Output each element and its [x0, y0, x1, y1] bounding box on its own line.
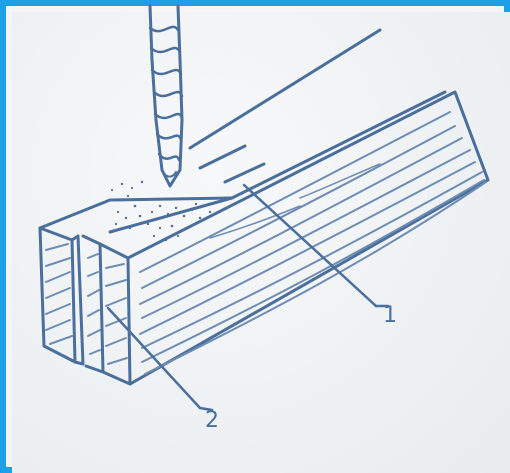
wood-grain [139, 111, 487, 375]
callout-2-label: 2 [205, 408, 219, 433]
callout-1-label: 1 [383, 303, 397, 328]
sawdust [110, 180, 212, 242]
board-top-lines [188, 28, 447, 200]
callout-1: 1 [242, 183, 397, 328]
callout-2: 2 [106, 306, 219, 433]
beam-body [38, 90, 490, 386]
drill-bit [148, 4, 184, 188]
end-grain-hatching [45, 243, 128, 365]
